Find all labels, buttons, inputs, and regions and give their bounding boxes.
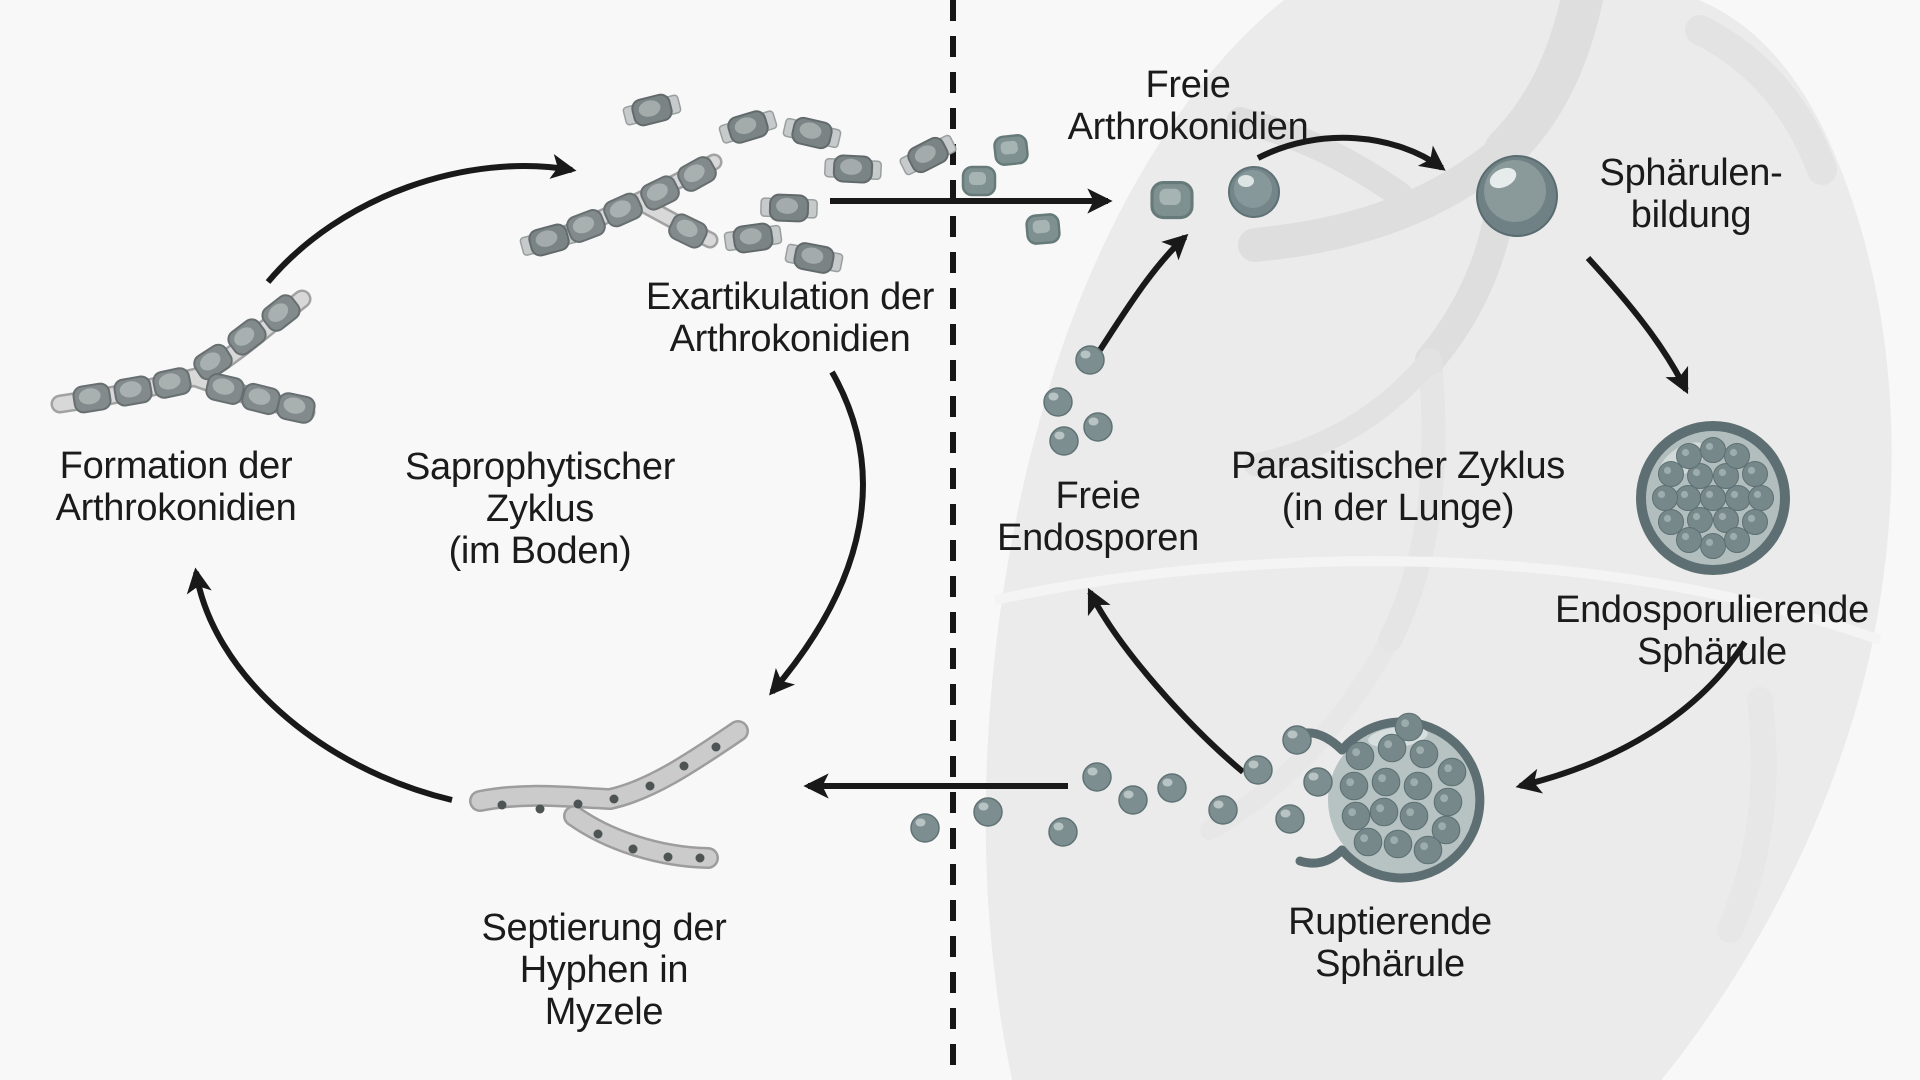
sphaerule-icon: [1476, 155, 1558, 237]
arrow-sphaerule-to-endosporulierend: [1585, 255, 1689, 395]
flow-arrows: [186, 134, 1748, 803]
free-arthroconidia-lung-icon: [961, 133, 1280, 246]
label-parasitischer-zyklus: Parasitischer Zyklus (in der Lunge): [1231, 445, 1565, 529]
arrow-exartikulation-to-myzel: [769, 370, 866, 696]
arrow-endosporen-to-arthrokonidien: [1097, 233, 1189, 352]
lung-fissure: [993, 556, 1882, 645]
label-saprophytischer-zyklus: Saprophytischer Zyklus (im Boden): [404, 446, 676, 572]
endosporulating-sphaerule-icon: [1636, 421, 1790, 575]
label-exartikulation: Exartikulation der Arthrokonidien: [645, 276, 935, 360]
arrow-endosporulierend-to-ruptierend: [1515, 640, 1748, 794]
arrow-formation-to-exartikulation: [265, 154, 577, 284]
rounding-arthroconidium-icon: [1228, 166, 1280, 218]
label-formation: Formation der Arthrokonidien: [55, 445, 297, 529]
arrow-ruptierend-to-endosporen: [1087, 587, 1245, 775]
formation-hyphae-icon: [50, 289, 318, 426]
label-freie-arthrokonidien: Freie Arthrokonidien: [1067, 64, 1309, 148]
label-septierung: Septierung der Hyphen in Myzele: [481, 907, 727, 1033]
septate-hyphae-icon: [469, 720, 749, 869]
label-sphaerulenbildung: Sphärulen- bildung: [1599, 152, 1783, 236]
exartikulation-hyphae-icon: [517, 152, 723, 261]
rupturing-sphaerule-icon: [1293, 712, 1485, 883]
arrow-myzel-to-formation: [186, 567, 453, 803]
label-endosporulierende-sphaerule: Endosporulierende Sphärule: [1555, 589, 1869, 673]
arrow-arthrokonidien-to-sphaerule: [1256, 134, 1446, 171]
label-ruptierende-sphaerule: Ruptierende Sphärule: [1288, 901, 1492, 985]
label-freie-endosporen: Freie Endosporen: [997, 475, 1199, 559]
